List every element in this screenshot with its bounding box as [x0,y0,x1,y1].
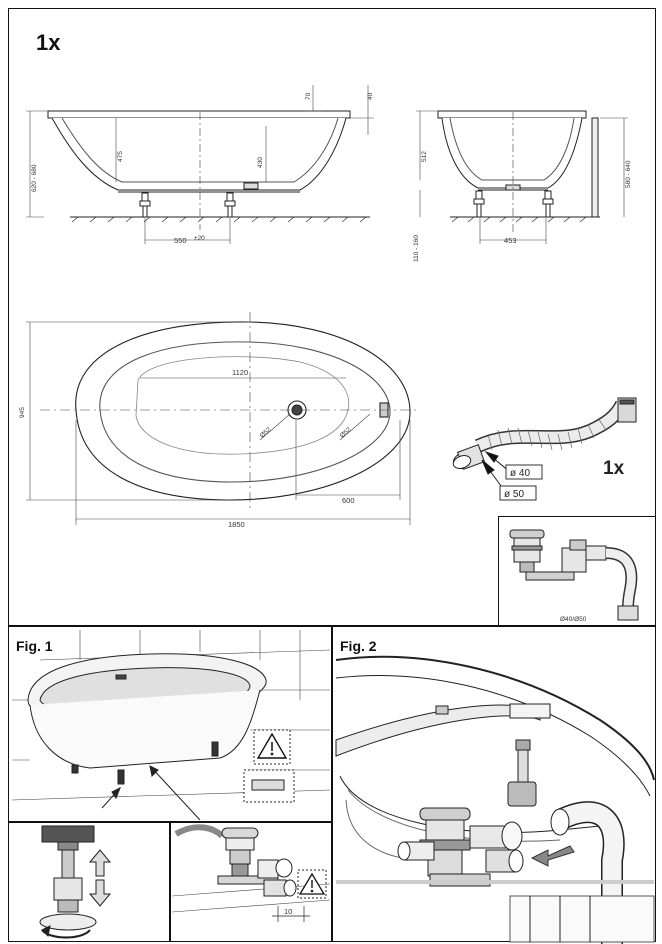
dim-side-height: 620 - 680 [31,164,38,192]
waste-kit-caption: Ø40/Ø50 [560,616,587,623]
plan-view-drawing: 1120 945 600 1850 Ø52 Ø52 [19,312,420,529]
dim-end-depth: 512 [421,151,428,162]
quantity-label: 1x [36,30,61,55]
end-elevation-drawing: 512 110 - 160 580 - 640 453 [413,110,632,262]
dim-plan-length: 1850 [228,520,245,529]
dim-side-rim: 40 [367,92,374,100]
dim-end-feet: 453 [504,236,517,245]
dim-side-feet: 550 [174,236,187,245]
fig2-label: Fig. 2 [340,638,377,654]
hose-diameter-40: ø 40 [510,468,530,479]
waste-kit-drawing: Ø40/Ø50 [509,529,639,623]
flexible-hose-drawing: ø 40 ø 50 [452,397,637,501]
dim-side-depth: 475 [117,151,124,162]
hose-diameter-50: ø 50 [504,489,524,500]
dim-side-feet-tolerance: ±20 [194,235,205,242]
dim-end-feet-range: 110 - 160 [413,235,420,262]
dim-plan-width: 945 [19,407,26,418]
dim-plan-inner-length: 1120 [232,368,248,377]
fig1-gap-dimension: 10 [284,907,292,916]
dim-plan-drain-offset: 600 [342,496,355,505]
dim-side-inner: 430 [257,157,264,168]
side-elevation-drawing: 620 - 680 475 430 70 40 550 ±20 [26,85,374,245]
fig1-label: Fig. 1 [16,638,53,654]
dim-end-height: 580 - 640 [625,160,632,188]
hose-quantity-label: 1x [603,458,625,479]
dim-side-top-rim: 70 [305,92,312,100]
